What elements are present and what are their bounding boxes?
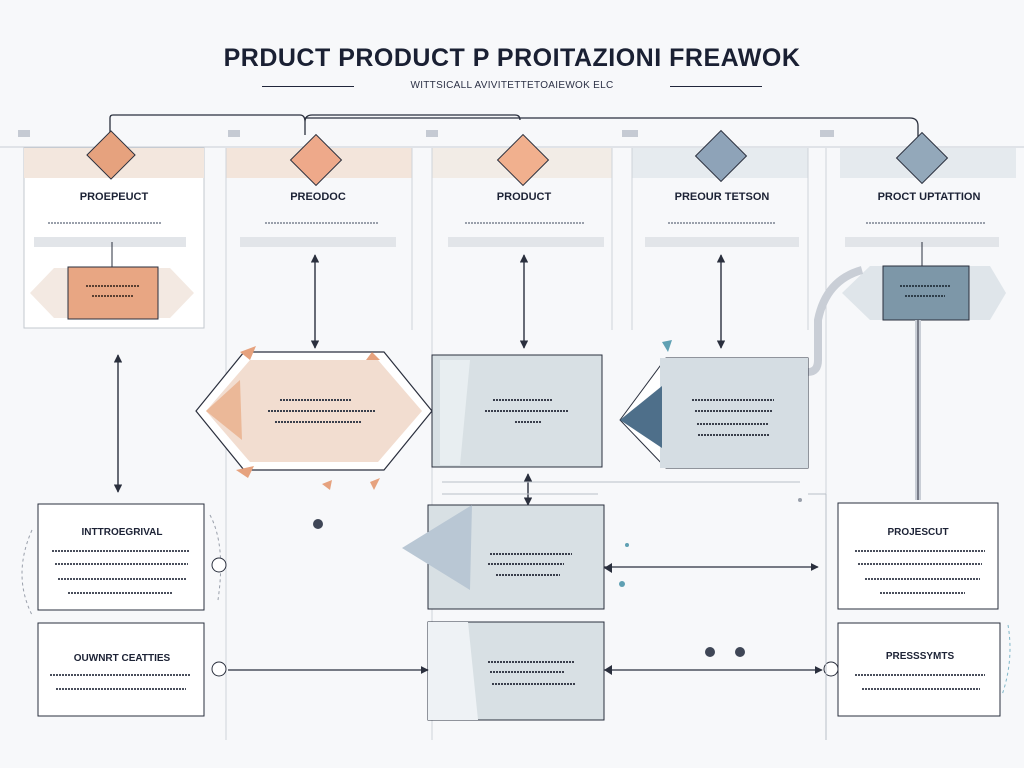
box-label-left-1: INTTROEGRIVAL [81, 527, 163, 538]
box-label-right-1: PROJESCUT [887, 527, 949, 538]
left-dashed-arc-2 [209, 514, 222, 601]
subtitle-rule-right [670, 86, 762, 87]
col5-subcard-text [900, 285, 950, 297]
box-right-1 [837, 502, 999, 610]
diagram-subtitle: WITTSICALL AVIVITETTETOAIEWOK ELC [410, 80, 614, 91]
column-label-1: PROEPEUCT [79, 191, 149, 203]
column-diamond-1 [86, 130, 136, 180]
col5-subcard [882, 265, 970, 321]
top-connector-line [109, 114, 919, 140]
column-label-3: PRODUCT [496, 191, 552, 203]
header-bars [34, 237, 999, 247]
box-left-2 [37, 622, 205, 717]
guide-lines [442, 481, 827, 740]
mid-text-lines [268, 399, 774, 436]
side-box-text-lines [50, 550, 985, 690]
box-label-left-2: OUWNRT CEATTIES [73, 653, 171, 664]
connector-circle-2 [211, 661, 227, 677]
connector-circle-3 [823, 661, 839, 677]
box-right-2 [837, 622, 1001, 717]
column-diamond-4 [694, 129, 748, 183]
diagram-title: PRDUCT PRODUCT P PROITAZIONI FREAWOK [223, 44, 801, 72]
col1-subcard-text [86, 285, 139, 297]
box-label-right-2: PRESSSYMTS [885, 651, 955, 662]
subtitle-rule-left [262, 86, 354, 87]
column-diamond-3 [496, 133, 550, 187]
column-label-4: PREOUR TETSON [674, 191, 770, 203]
left-dashed-arc [21, 529, 33, 616]
col5-connector [807, 266, 864, 376]
connector-circle-1 [211, 557, 227, 573]
column-tags [18, 130, 834, 137]
column-diamond-2 [289, 133, 343, 187]
column-diamond-5 [895, 131, 949, 185]
col1-subcard [67, 266, 159, 320]
column-label-5: PROCT UPTATTION [877, 191, 981, 203]
lower-text-lines [488, 553, 575, 685]
column-label-2: PREODOC [290, 191, 346, 203]
box-left-1 [37, 503, 205, 611]
right-dashed-arc [1001, 624, 1011, 696]
decorative-dots [236, 340, 802, 657]
